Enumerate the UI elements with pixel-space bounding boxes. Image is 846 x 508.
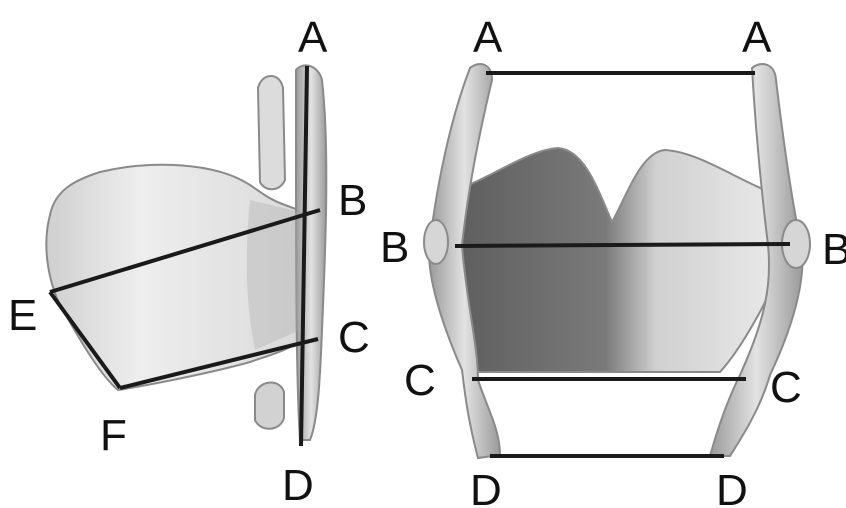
label-right-A-right: A xyxy=(742,13,772,62)
label-right-B-right: B xyxy=(822,225,846,274)
label-right-D-left: D xyxy=(470,466,502,508)
inferior-horn xyxy=(255,383,284,429)
label-left-A: A xyxy=(298,13,328,62)
frontal-view: A A B B C C D D xyxy=(380,13,846,508)
label-left-F: F xyxy=(100,411,127,460)
label-right-B-left: B xyxy=(380,223,409,272)
label-left-E: E xyxy=(8,291,37,340)
lateral-view: A B C D E F xyxy=(8,13,370,508)
label-right-A-left: A xyxy=(473,13,503,62)
label-right-C-left: C xyxy=(404,356,436,405)
label-left-D: D xyxy=(282,461,314,508)
line-B-B xyxy=(455,244,790,246)
label-left-C: C xyxy=(338,313,370,362)
superior-horn xyxy=(258,76,285,189)
label-right-C-right: C xyxy=(770,363,802,412)
left-bump xyxy=(424,220,448,264)
label-left-B: B xyxy=(338,176,367,225)
label-right-D-right: D xyxy=(716,466,748,508)
thyroid-cartilage-frontal xyxy=(455,148,790,372)
